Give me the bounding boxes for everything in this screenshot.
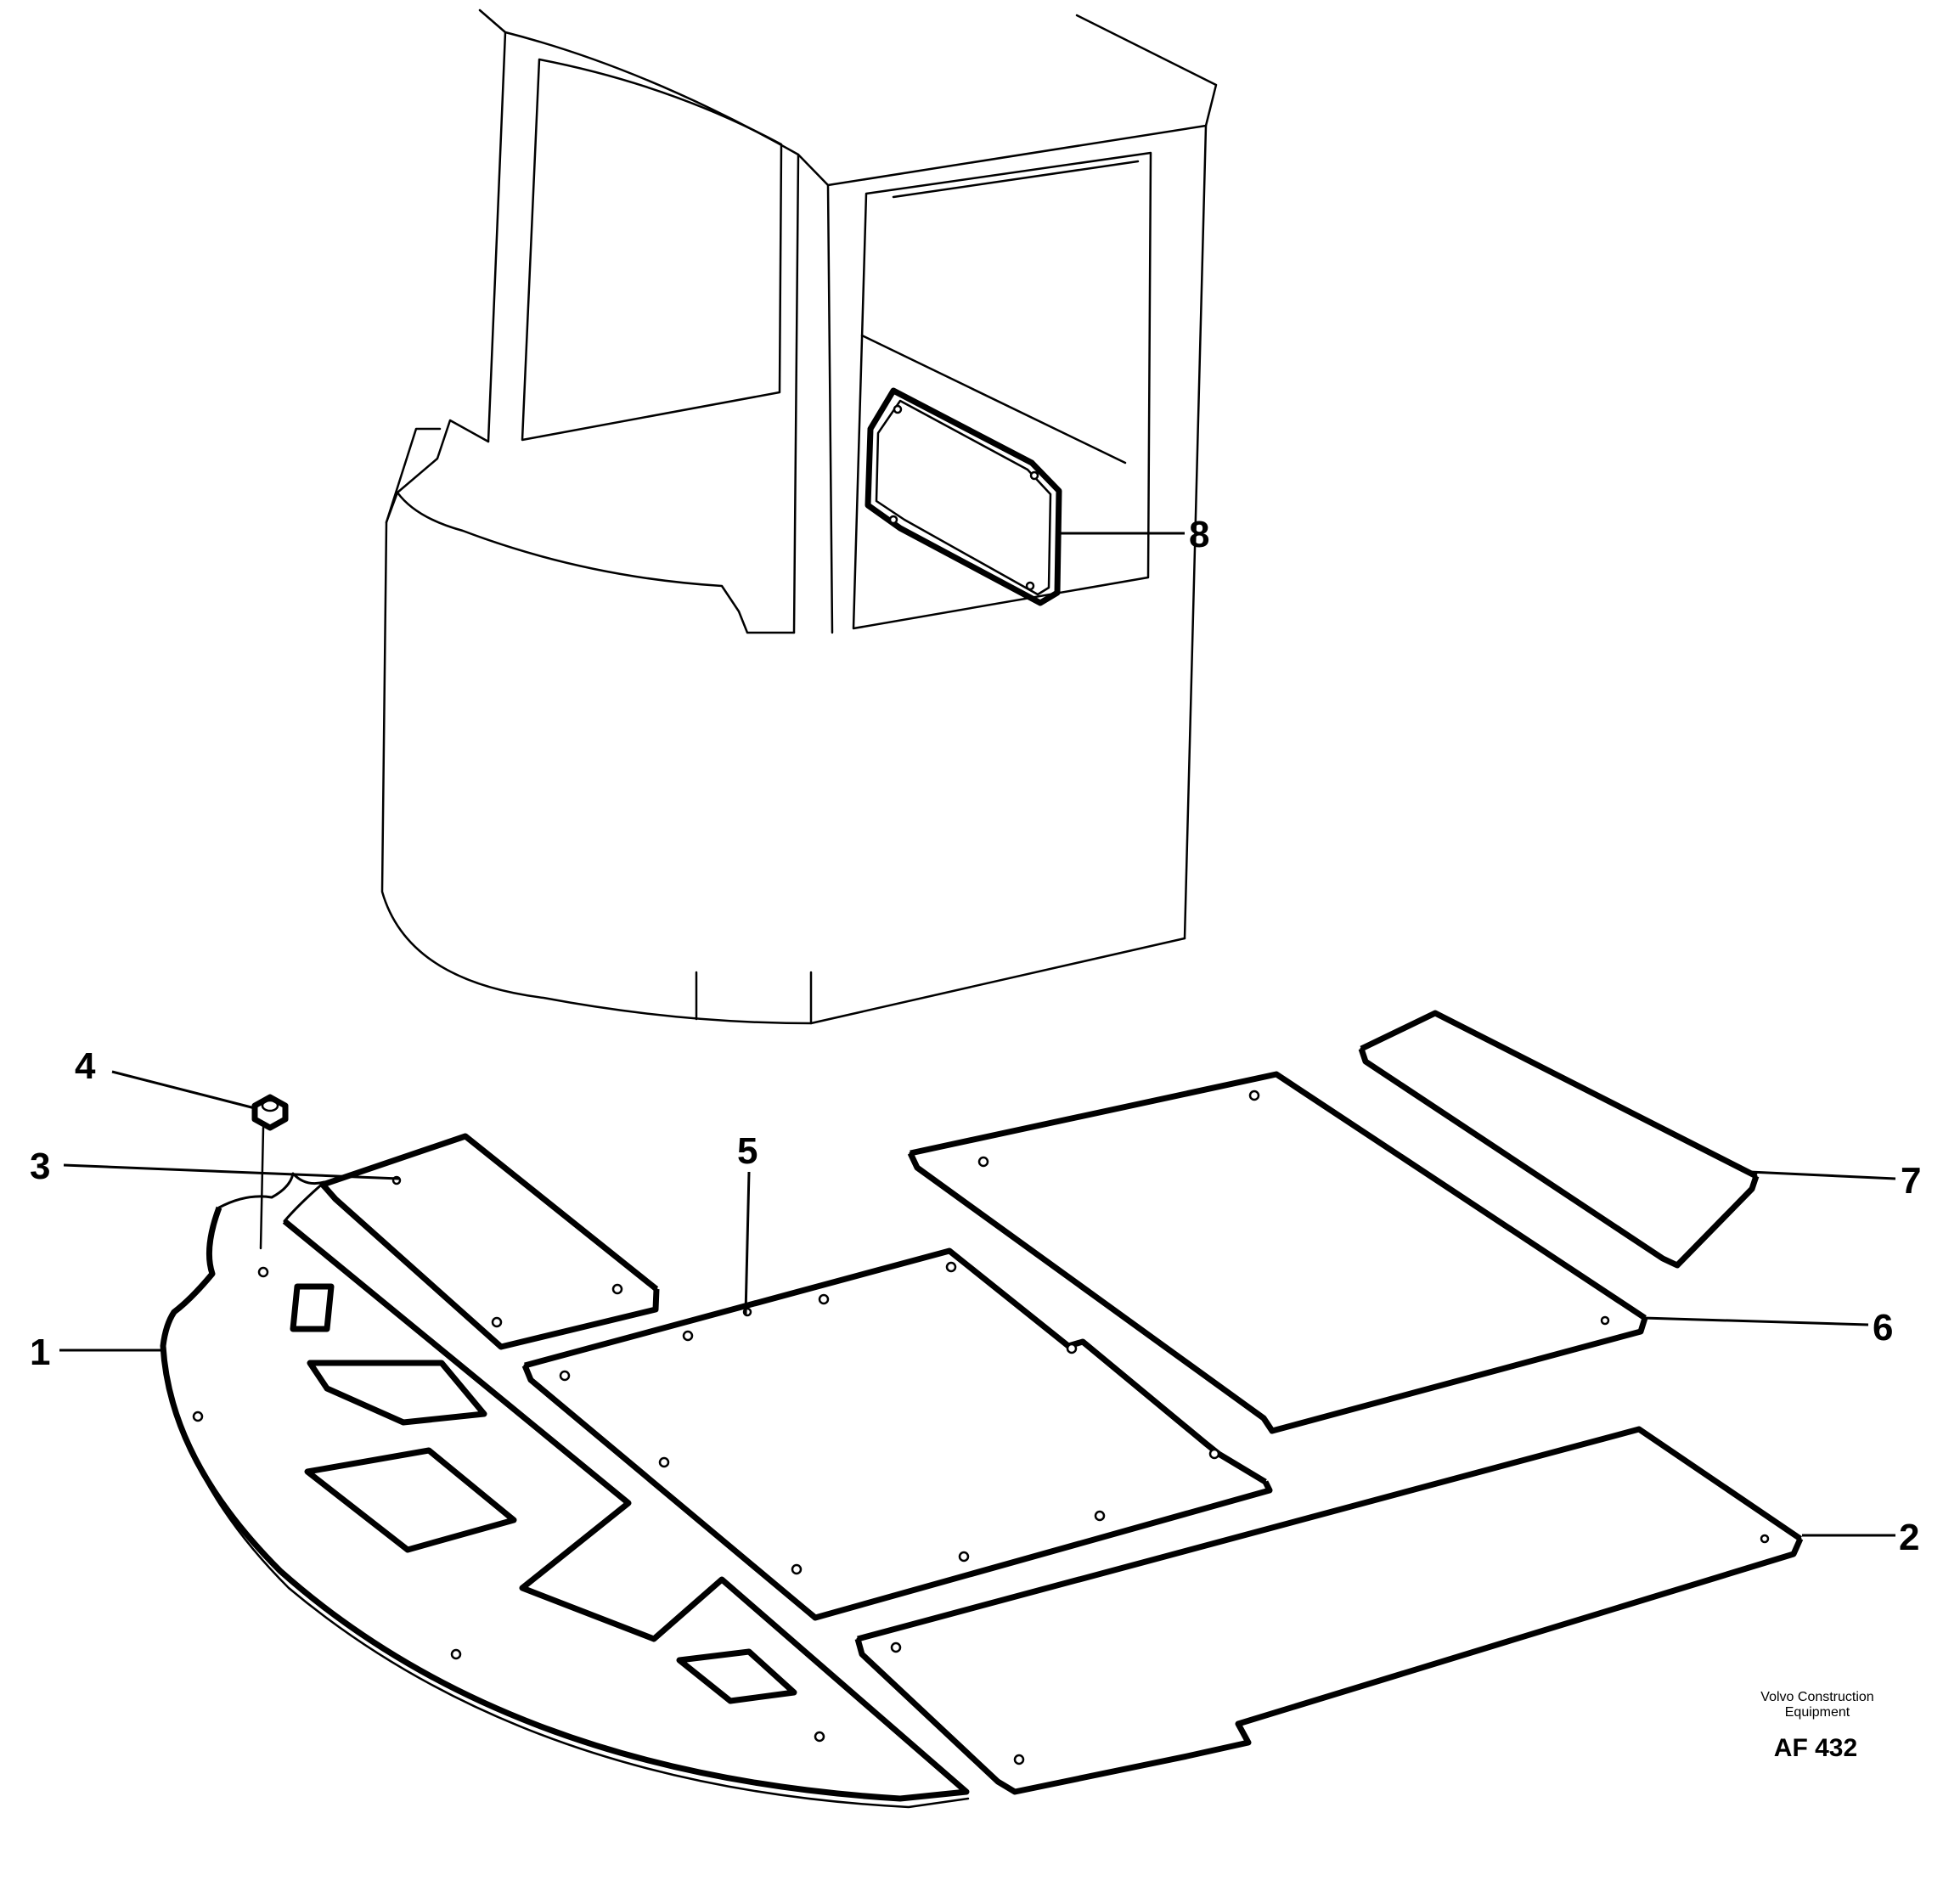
callout-8: 8 — [1189, 514, 1209, 555]
part-6-right-plate — [907, 1071, 1648, 1434]
callout-6: 6 — [1873, 1307, 1893, 1349]
callout-7: 7 — [1901, 1160, 1921, 1202]
company-name: Volvo Construction — [1760, 1690, 1873, 1704]
callout-5: 5 — [737, 1130, 758, 1172]
operator-cab — [380, 8, 1218, 1025]
part-8-window-plate — [865, 387, 1062, 606]
callout-1: 1 — [30, 1332, 50, 1373]
figure-code: AF 432 — [1774, 1734, 1857, 1762]
callout-3: 3 — [30, 1146, 50, 1187]
part-7-strip-plate — [1358, 1010, 1760, 1269]
part-5-centre-plate — [521, 1247, 1273, 1621]
footer: Volvo Construction Equipment AF 432 — [1760, 1690, 1873, 1762]
part-4-nut — [251, 1094, 289, 1250]
leader-lines — [59, 532, 1896, 1537]
callout-labels: 1 2 3 4 5 6 7 8 — [30, 514, 1921, 1558]
company-name-line2: Equipment — [1785, 1705, 1850, 1720]
callout-2: 2 — [1899, 1517, 1919, 1558]
callout-4: 4 — [75, 1045, 96, 1087]
part-3-small-plate — [320, 1133, 660, 1350]
part-2-front-plate — [854, 1426, 1804, 1795]
